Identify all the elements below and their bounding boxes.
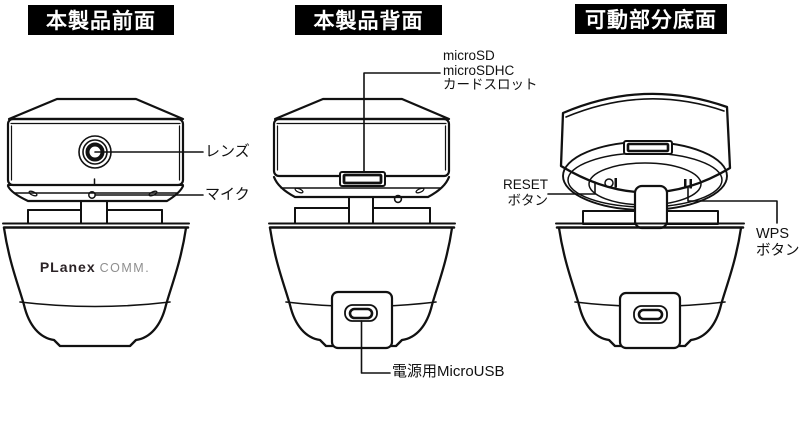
wps-button (684, 179, 692, 189)
back-neck (294, 196, 431, 224)
sd-card-slot (339, 171, 386, 187)
reset-button (604, 178, 617, 188)
bottom-neck-column (633, 184, 669, 230)
power-usb-label: 電源用MicroUSB (392, 363, 505, 380)
bottom-view-header: 可動部分底面 (575, 4, 727, 34)
power-usb-callout-line (360, 320, 391, 374)
mic-label: マイク (205, 186, 250, 203)
power-usb-port (330, 290, 394, 350)
brand-logo-primary: PLanex (39, 259, 96, 275)
card-slot-callout-line (363, 72, 441, 173)
wps-button-label: WPS ボタン (756, 226, 800, 259)
back-head-body (272, 117, 451, 178)
callout-lines (94, 72, 778, 374)
reset-button-label: RESET ボタン (502, 177, 548, 208)
card-slot-label: microSD microSDHC カードスロット (443, 48, 538, 92)
front-view-header: 本製品前面 (28, 5, 174, 35)
lens-label: レンズ (205, 143, 250, 160)
bottom-view-drawing (555, 92, 745, 350)
front-base (2, 222, 190, 348)
bottom-sd-slot (623, 140, 673, 155)
front-view-drawing (2, 97, 190, 348)
front-neck (27, 200, 163, 224)
back-view-drawing (268, 97, 456, 350)
back-chin (272, 175, 451, 199)
wps-callout-line (687, 187, 778, 224)
reset-callout-line (547, 181, 596, 195)
brand-logo-suffix: COMM. (99, 261, 151, 275)
front-head-top (7, 97, 185, 121)
front-chin (6, 184, 185, 203)
back-view-header: 本製品背面 (295, 5, 442, 35)
back-indicator-hole (393, 194, 403, 204)
back-head-top (273, 97, 451, 121)
bottom-usb-port (618, 291, 682, 350)
